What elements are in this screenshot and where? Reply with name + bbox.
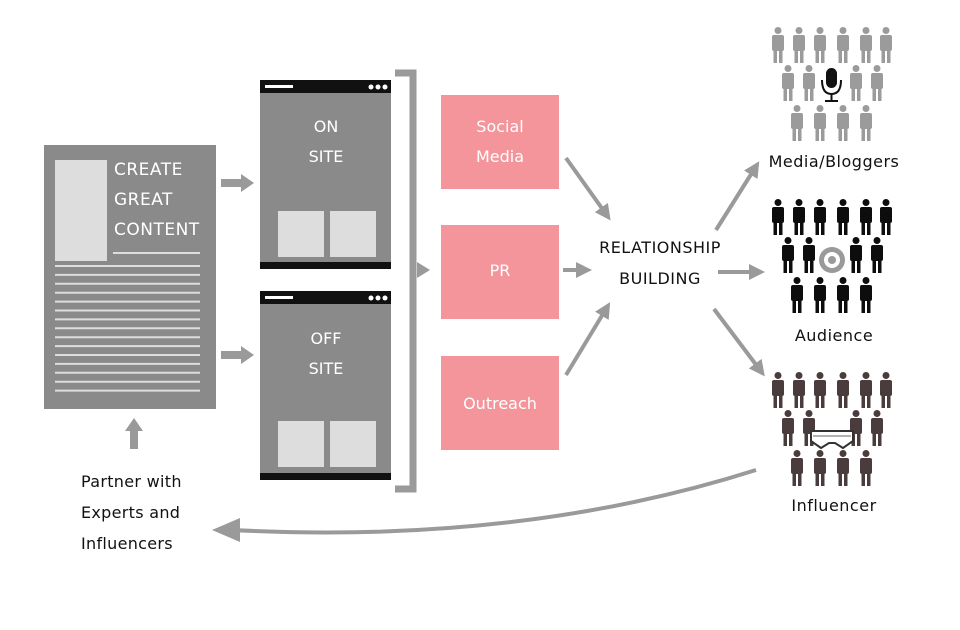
off-site-panel: [260, 291, 391, 480]
content-title-line-3: CONTENT: [114, 220, 200, 240]
content-title-line-2: GREAT: [114, 190, 173, 210]
pr-label: PR: [489, 261, 511, 280]
person-icon: [791, 277, 803, 313]
panel-title-bar: [260, 80, 391, 93]
person-icon: [880, 27, 892, 63]
person-icon: [814, 450, 826, 486]
panel-title-bar: [260, 291, 391, 304]
person-icon: [793, 199, 805, 235]
off-site-label-line-2: SITE: [308, 359, 344, 378]
person-icon: [791, 105, 803, 141]
arrow-to-on-site: [221, 174, 254, 192]
microphone-icon: [821, 68, 842, 102]
person-icon: [850, 237, 862, 273]
influencer-crowd: [772, 372, 892, 486]
curved-return-arrowhead: [212, 518, 240, 542]
person-icon: [871, 410, 883, 446]
person-icon: [837, 372, 849, 408]
person-icon: [803, 65, 815, 101]
partner-label-line-1: Partner with: [81, 472, 182, 491]
person-icon: [837, 277, 849, 313]
social-media-label-line-1: Social: [476, 117, 524, 136]
content-document: [44, 145, 216, 409]
person-icon: [880, 372, 892, 408]
target-icon: [819, 247, 845, 273]
person-icon: [814, 199, 826, 235]
vr-headset-icon: [810, 430, 854, 450]
person-icon: [880, 199, 892, 235]
arrow-to-off-site: [221, 346, 254, 364]
bracket: [395, 69, 430, 493]
person-icon: [791, 450, 803, 486]
influencer-label: Influencer: [791, 496, 877, 515]
pr-box: [441, 225, 559, 319]
on-site-label-line-2: SITE: [308, 147, 344, 166]
person-icon: [793, 27, 805, 63]
person-icon: [814, 372, 826, 408]
partner-label-line-3: Influencers: [81, 534, 173, 553]
outreach-label: Outreach: [463, 394, 537, 413]
person-icon: [782, 65, 794, 101]
social-media-label-line-2: Media: [475, 147, 525, 166]
person-icon: [837, 450, 849, 486]
on-site-panel: [260, 80, 391, 269]
arrow-social-to-relationship: [564, 156, 611, 221]
content-title-line-1: CREATE: [114, 160, 183, 180]
person-icon: [793, 372, 805, 408]
document-text-lines: [55, 265, 200, 392]
person-icon: [803, 237, 815, 273]
document-image-placeholder: [55, 160, 107, 261]
person-icon: [772, 372, 784, 408]
person-icon: [772, 199, 784, 235]
arrow-outreach-to-relationship: [564, 302, 611, 377]
partner-label-line-2: Experts and: [81, 503, 181, 522]
person-icon: [871, 237, 883, 273]
person-icon: [814, 105, 826, 141]
relationship-label-line-1: RELATIONSHIP: [599, 238, 721, 257]
person-icon: [860, 105, 872, 141]
on-site-label-line-1: ON: [313, 117, 339, 136]
person-icon: [814, 27, 826, 63]
person-icon: [860, 277, 872, 313]
audience-label: Audience: [794, 326, 874, 345]
person-icon: [837, 199, 849, 235]
relationship-label-line-2: BUILDING: [619, 269, 701, 288]
person-icon: [860, 372, 872, 408]
social-media-box: [441, 95, 559, 189]
person-icon: [837, 105, 849, 141]
person-icon: [782, 237, 794, 273]
curved-return-arrow: [231, 468, 757, 535]
person-icon: [860, 450, 872, 486]
person-icon: [782, 410, 794, 446]
audience-crowd: [772, 199, 892, 313]
person-icon: [860, 199, 872, 235]
outreach-box: [441, 356, 559, 450]
media-bloggers-crowd: [772, 27, 892, 141]
media-bloggers-label: Media/Bloggers: [768, 152, 900, 171]
person-icon: [814, 277, 826, 313]
arrow-to-influencer: [712, 307, 765, 377]
arrow-to-media-bloggers: [714, 161, 760, 232]
arrow-up-to-document: [125, 418, 143, 449]
person-icon: [871, 65, 883, 101]
person-icon: [850, 65, 862, 101]
person-icon: [837, 27, 849, 63]
off-site-label-line-1: OFF: [310, 329, 342, 348]
person-icon: [772, 27, 784, 63]
person-icon: [860, 27, 872, 63]
